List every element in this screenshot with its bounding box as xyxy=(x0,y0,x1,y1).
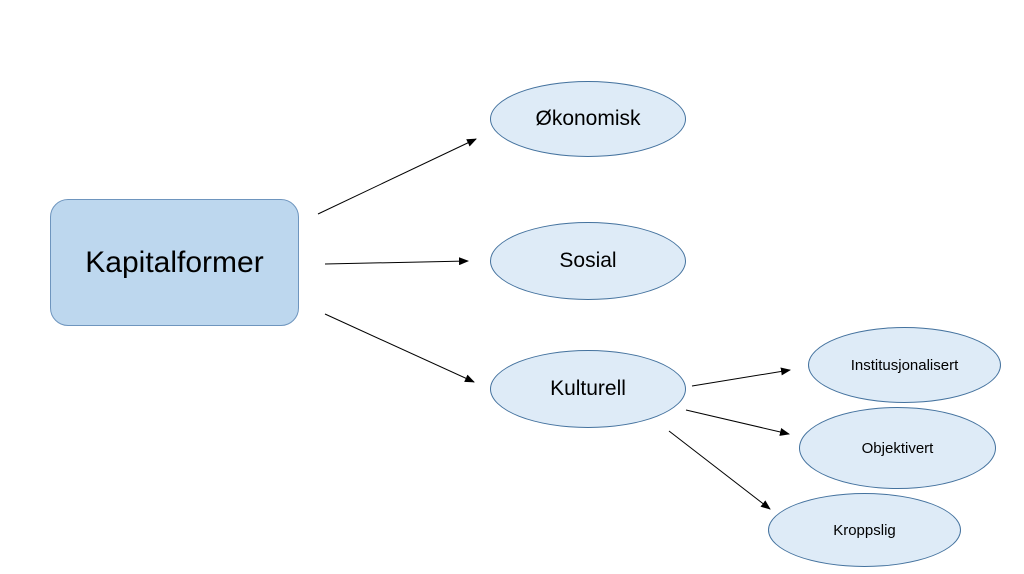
arrow-kulturell-institusjonalisert xyxy=(691,367,791,387)
node-label: Institusjonalisert xyxy=(850,356,959,374)
node-label: Økonomisk xyxy=(535,107,641,130)
node-okonomisk: Økonomisk xyxy=(490,81,686,157)
arrow-kapitalformer-sosial xyxy=(324,257,469,266)
arrow-kapitalformer-okonomisk xyxy=(317,138,477,215)
root-node-label: Kapitalformer xyxy=(85,245,264,279)
arrow-kapitalformer-kulturell xyxy=(324,313,475,383)
node-label: Objektivert xyxy=(861,439,934,457)
node-label: Kulturell xyxy=(550,377,626,400)
arrow-kulturell-kroppslig xyxy=(668,430,771,510)
node-kroppslig: Kroppslig xyxy=(768,493,961,567)
node-kulturell: Kulturell xyxy=(490,350,686,428)
node-label: Sosial xyxy=(559,249,617,272)
node-objektivert: Objektivert xyxy=(799,407,996,489)
node-sosial: Sosial xyxy=(490,222,686,300)
node-label: Kroppslig xyxy=(833,521,896,539)
root-node-kapitalformer: Kapitalformer xyxy=(50,199,299,326)
arrow-kulturell-objektivert xyxy=(685,409,790,436)
node-institusjonalisert: Institusjonalisert xyxy=(808,327,1001,403)
